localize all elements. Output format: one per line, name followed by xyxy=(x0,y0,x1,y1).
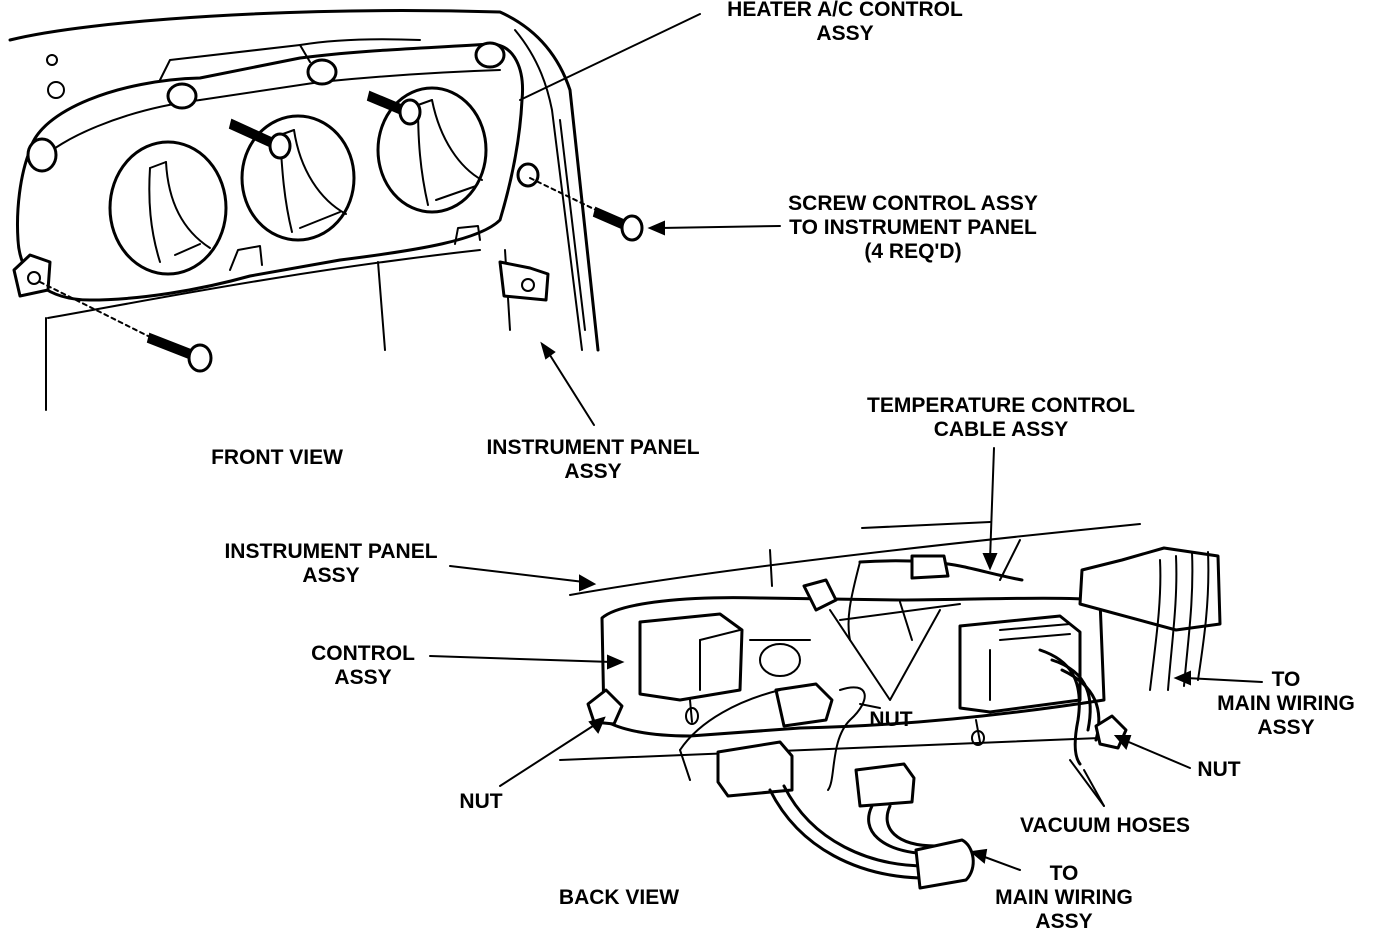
label-line: ASSY xyxy=(302,564,360,587)
label-vacuum-hoses: VACUUM HOSES xyxy=(1002,814,1208,838)
label-to-main-wiring-assy-right: TO MAIN WIRING ASSY xyxy=(1206,668,1366,740)
label-line: ASSY xyxy=(334,666,392,689)
label-line: NUT xyxy=(459,790,503,813)
label-line: NUT xyxy=(1197,758,1241,781)
label-nut-center: NUT xyxy=(856,708,926,732)
label-screw-control-assy: SCREW CONTROL ASSY TO INSTRUMENT PANEL (… xyxy=(768,192,1058,264)
label-line: ASSY xyxy=(1257,716,1315,739)
label-control-assy: CONTROL ASSY xyxy=(296,642,430,690)
label-to-main-wiring-assy-bottom: TO MAIN WIRING ASSY xyxy=(982,862,1146,934)
label-line: ASSY xyxy=(564,460,622,483)
label-line: VACUUM HOSES xyxy=(1020,814,1190,837)
label-back-view: BACK VIEW xyxy=(544,886,694,910)
label-line: CONTROL xyxy=(311,642,415,665)
label-line: BACK VIEW xyxy=(558,886,680,909)
label-line: MAIN WIRING xyxy=(1217,692,1355,715)
label-nut-left: NUT xyxy=(446,790,516,814)
label-temperature-control-cable-assy: TEMPERATURE CONTROL CABLE ASSY xyxy=(848,394,1154,442)
label-instrument-panel-assy-front: INSTRUMENT PANEL ASSY xyxy=(468,436,718,484)
label-heater-ac-control-assy: HEATER A/C CONTROL ASSY xyxy=(700,0,990,46)
front-view-illustration xyxy=(8,9,644,411)
label-nut-right: NUT xyxy=(1184,758,1254,782)
back-view-leaders xyxy=(429,447,1263,871)
label-line: TO xyxy=(1271,668,1301,691)
label-line: MAIN WIRING xyxy=(995,886,1133,909)
label-line: (4 REQ'D) xyxy=(864,240,962,263)
front-view-leaders xyxy=(519,13,781,426)
label-line: TO INSTRUMENT PANEL xyxy=(789,216,1037,239)
screw-front-right xyxy=(592,206,644,242)
screw-front-top-right xyxy=(366,90,422,126)
label-line: INSTRUMENT PANEL xyxy=(486,436,700,459)
label-front-view: FRONT VIEW xyxy=(192,446,362,470)
label-line: ASSY xyxy=(816,22,874,45)
screw-front-bottom-left xyxy=(146,332,213,373)
screw-front-top-left xyxy=(228,118,292,160)
label-line: ASSY xyxy=(1035,910,1093,933)
label-line: NUT xyxy=(869,708,913,731)
label-instrument-panel-assy-back: INSTRUMENT PANEL ASSY xyxy=(206,540,456,588)
label-line: SCREW CONTROL ASSY xyxy=(788,192,1038,215)
label-line: HEATER A/C CONTROL xyxy=(727,0,963,21)
label-line: TEMPERATURE CONTROL xyxy=(867,394,1135,417)
label-line: CABLE ASSY xyxy=(933,418,1069,441)
label-line: INSTRUMENT PANEL xyxy=(224,540,438,563)
label-line: TO xyxy=(1049,862,1079,885)
label-line: FRONT VIEW xyxy=(211,446,343,469)
